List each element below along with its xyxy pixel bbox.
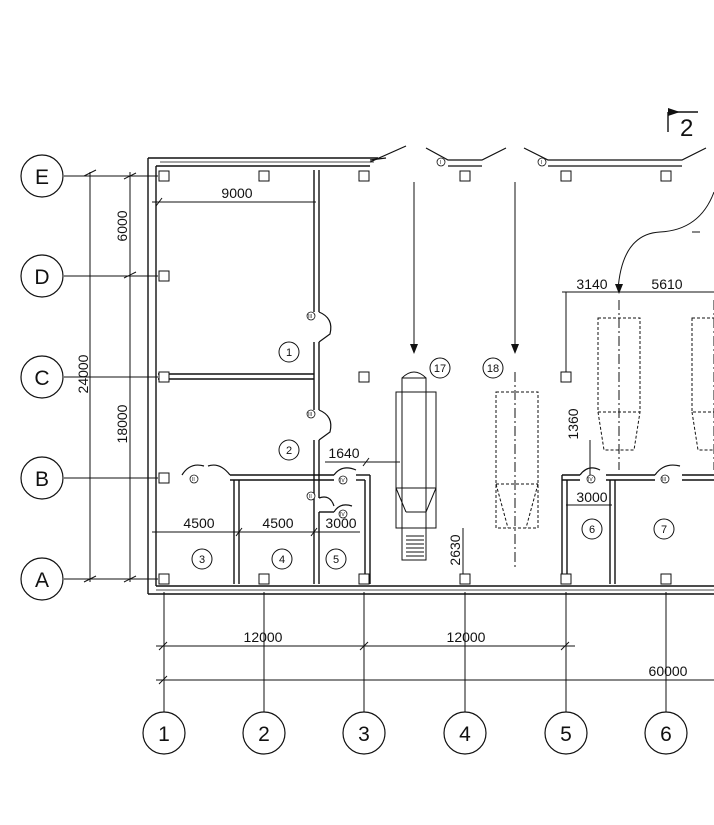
dim-span-1-3: 12000: [244, 629, 283, 645]
door-tag-3: II: [192, 477, 195, 483]
beam-tag-2: I: [541, 160, 542, 166]
axis-row-e: E: [35, 166, 49, 189]
dim-row-e-d: 6000: [114, 210, 130, 241]
dim-row-d-b: 18000: [114, 404, 130, 443]
axis-row-c: C: [34, 367, 49, 390]
equipment-17-label: 17: [434, 363, 446, 375]
dim-1360: 1360: [565, 408, 581, 439]
axis-col-2: 2: [258, 723, 270, 746]
dim-overall: 60000: [649, 663, 688, 679]
door-tags: [189, 311, 670, 519]
beam-tags: [436, 157, 547, 167]
axis-col-4: 4: [459, 723, 471, 746]
section-label: 2: [680, 115, 693, 142]
axis-bubbles: [20, 154, 688, 755]
axis-col-1: 1: [158, 723, 170, 746]
dim-5610: 5610: [651, 276, 682, 292]
dim-bay-c: 3000: [325, 515, 356, 531]
door-tag-6: IV: [340, 512, 345, 518]
door-tag-7: IV: [588, 477, 593, 483]
top-openings: [369, 145, 707, 167]
axis-row-d: D: [34, 266, 49, 289]
dim-row-total: 24000: [75, 354, 91, 393]
room-4-label: 4: [279, 554, 285, 566]
dim-span-3-5: 12000: [447, 629, 486, 645]
section-arrow-icon: [668, 108, 680, 116]
door-tag-4: IV: [340, 478, 345, 484]
door-tag-2: III: [308, 412, 312, 418]
dim-bay-b: 4500: [262, 515, 293, 531]
equipment-18-label: 18: [487, 363, 499, 375]
door-tag-5: II: [309, 494, 312, 500]
structural-columns: [158, 170, 672, 585]
doors: [181, 311, 681, 513]
room-markers: [191, 341, 675, 570]
axis-row-a: A: [35, 569, 49, 592]
room-5-label: 5: [333, 554, 339, 566]
dim-3140: 3140: [576, 276, 607, 292]
axis-col-5: 5: [560, 723, 572, 746]
door-tag-1: III: [308, 314, 312, 320]
dimension-lines: [64, 169, 714, 712]
arrow-heads: [410, 284, 623, 354]
room-7-label: 7: [661, 524, 667, 536]
door-tag-8: III: [662, 477, 666, 483]
equipment: [395, 182, 714, 570]
axis-col-6: 6: [660, 723, 672, 746]
dim-top-width: 9000: [221, 185, 252, 201]
dim-bay-e: 3000: [576, 489, 607, 505]
dim-2630: 2630: [447, 534, 463, 565]
room-6-label: 6: [589, 524, 595, 536]
room-3-label: 3: [199, 554, 205, 566]
room-2-label: 2: [286, 445, 292, 457]
dim-bay-a: 4500: [183, 515, 214, 531]
axis-col-3: 3: [358, 723, 370, 746]
room-1-label: 1: [286, 347, 292, 359]
axis-row-b: B: [35, 468, 49, 491]
walls: [147, 157, 714, 595]
beam-tag-1: I: [440, 160, 441, 166]
dim-corridor: 1640: [328, 445, 359, 461]
